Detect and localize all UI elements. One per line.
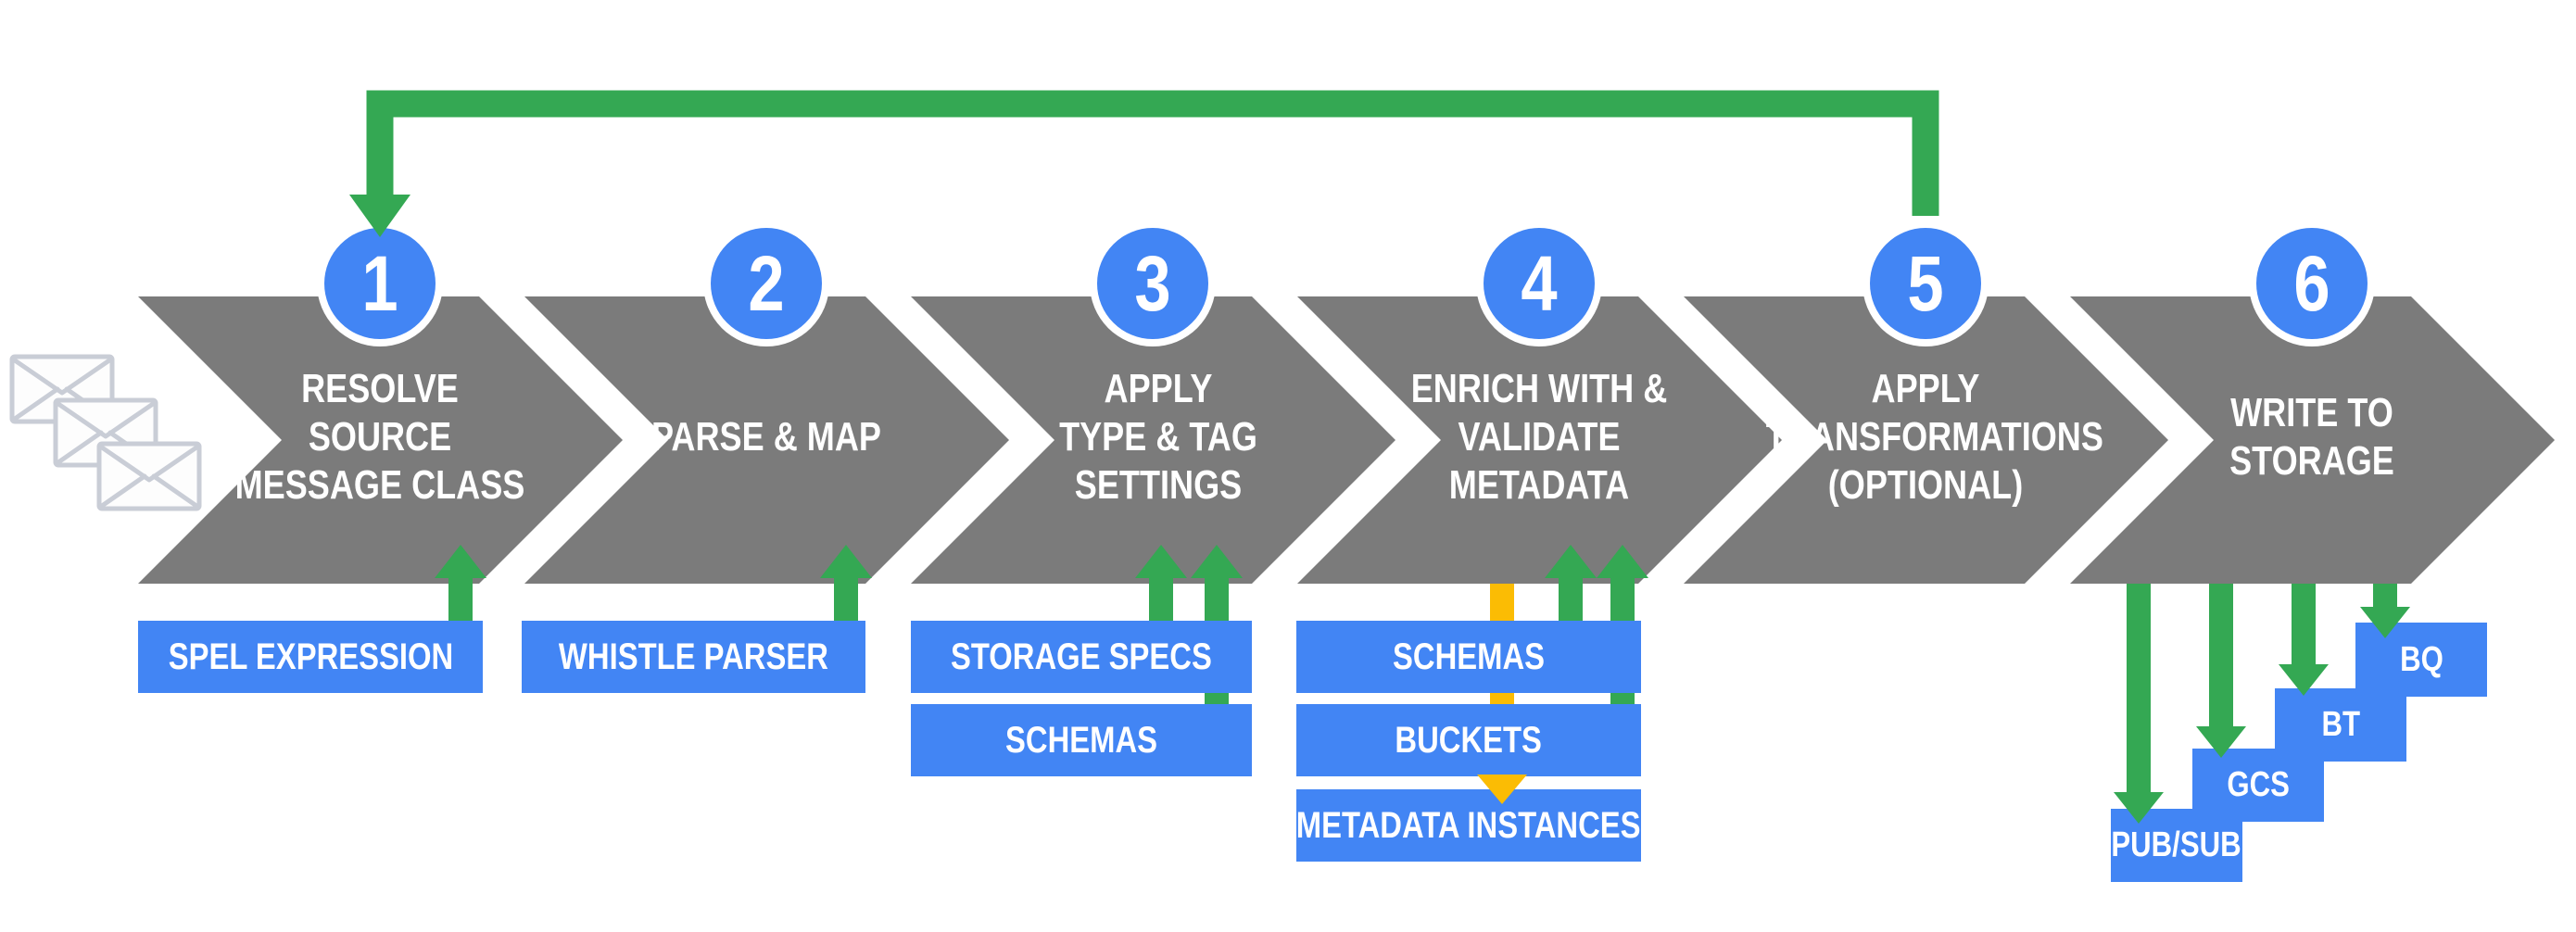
envelope-icon (96, 441, 202, 511)
box-label: PUB/SUB (2111, 825, 2242, 864)
step-label-line: RESOLVE (301, 366, 459, 411)
step-label-line: VALIDATE (1458, 414, 1621, 460)
chevron-step-4 (1297, 296, 1782, 584)
step-badge-2 (703, 220, 829, 346)
box-buckets: BUCKETS (1296, 704, 1641, 776)
step-label-line: TRANSFORMATIONS (1765, 414, 2103, 460)
step-badge-4 (1476, 220, 1602, 346)
arrow-down-gcs-shaft (2209, 584, 2233, 728)
step-label-line: TYPE & TAG (1059, 414, 1257, 460)
step-label-line: SETTINGS (1074, 462, 1243, 508)
arrow-up-spel-expression (435, 545, 486, 621)
step-label-line: APPLY (1104, 366, 1213, 411)
step-number-5: 5 (1907, 240, 1944, 327)
step-label-line: WRITE TO (2230, 390, 2393, 435)
box-bq: BQ (2355, 623, 2487, 697)
box-storage-specs: STORAGE SPECS (911, 621, 1252, 693)
step-label-line: PARSE & MAP (651, 414, 881, 460)
step-label-1: RESOLVE SOURCE MESSAGE CLASS (221, 365, 539, 510)
box-label: METADATA INSTANCES (1296, 804, 1641, 846)
box-label: GCS (2227, 765, 2290, 804)
chevron-step-1 (138, 296, 623, 584)
arrow-up-schemas-step4 (1545, 545, 1597, 621)
box-pubsub: PUB/SUB (2111, 809, 2242, 882)
arrow-up-whistle-parser (820, 545, 872, 621)
chevron-step-5 (1684, 296, 2168, 584)
step-label-line: MESSAGE CLASS (234, 462, 525, 508)
arrow-down-pubsub-shaft (2127, 584, 2151, 794)
box-spel-expression: SPEL EXPRESSION (138, 621, 483, 693)
arrow-down-bt-shaft (2292, 584, 2316, 666)
step-label-line: SOURCE (308, 414, 452, 460)
step-label-2: PARSE & MAP (607, 413, 926, 461)
step-label-line: ENRICH WITH & (1410, 366, 1668, 411)
step-label-3: APPLY TYPE & TAG SETTINGS (999, 365, 1318, 510)
step-badge-5 (1863, 220, 1989, 346)
arrow-up-storage-specs (1135, 545, 1187, 621)
box-schemas-step4: SCHEMAS (1296, 621, 1641, 693)
step-number-2: 2 (748, 240, 785, 327)
box-label: BUCKETS (1395, 719, 1543, 761)
step-label-6: WRITE TO STORAGE (2153, 389, 2471, 485)
box-whistle-parser: WHISTLE PARSER (522, 621, 865, 693)
step-badge-6 (2249, 220, 2375, 346)
chevron-step-6 (2070, 296, 2555, 584)
step-badge-3 (1090, 220, 1216, 346)
step-badge-1 (317, 220, 443, 346)
step-number-badges (317, 220, 2375, 346)
box-label: WHISTLE PARSER (559, 636, 828, 677)
box-label: STORAGE SPECS (951, 636, 1212, 677)
arrow-down-bq-shaft (2373, 584, 2397, 609)
chevron-step-2 (524, 296, 1009, 584)
step-label-line: APPLY (1871, 366, 1980, 411)
box-metadata-instances: METADATA INSTANCES (1296, 789, 1641, 862)
box-label: BT (2321, 705, 2360, 744)
step-label-line: STORAGE (2229, 438, 2394, 484)
box-schemas-step3: SCHEMAS (911, 704, 1252, 776)
box-label: BQ (2399, 639, 2443, 679)
step-number-3: 3 (1134, 240, 1171, 327)
step-label-line: (OPTIONAL) (1827, 462, 2024, 508)
step-label-line: METADATA (1448, 462, 1630, 508)
envelope-stack-icon (9, 354, 202, 511)
feedback-loop-arrow (349, 90, 1939, 237)
step-number-6: 6 (2293, 240, 2330, 327)
step-number-4: 4 (1521, 240, 1558, 327)
chevron-step-3 (911, 296, 1395, 584)
step-label-5: APPLY TRANSFORMATIONS (OPTIONAL) (1765, 365, 2103, 510)
box-label: SPEL EXPRESSION (168, 636, 453, 677)
step-number-1: 1 (361, 240, 398, 327)
box-label: SCHEMAS (1004, 719, 1158, 761)
step-label-4: ENRICH WITH & VALIDATE METADATA (1380, 365, 1698, 510)
box-label: SCHEMAS (1392, 636, 1546, 677)
